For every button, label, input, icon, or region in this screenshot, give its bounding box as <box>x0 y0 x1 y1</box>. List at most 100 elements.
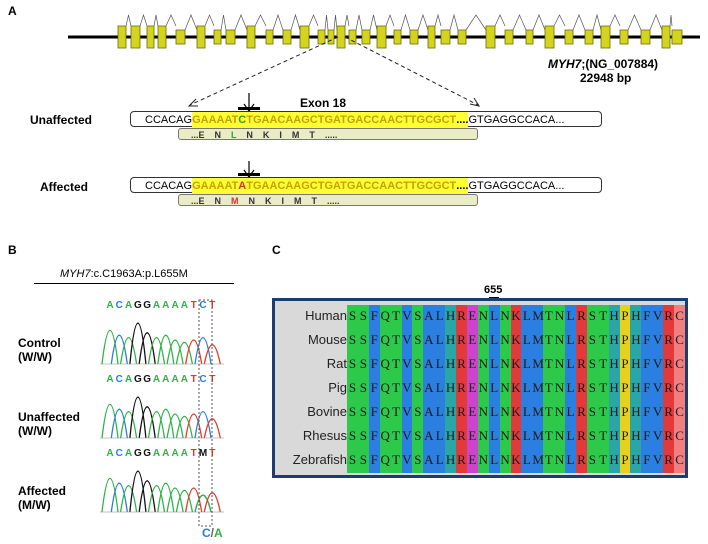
residue: T <box>544 380 553 395</box>
residue: V <box>653 452 663 467</box>
intron-connector <box>592 13 602 31</box>
residue: M <box>532 452 544 467</box>
residue: S <box>348 308 357 323</box>
exon-box <box>584 29 594 45</box>
residue: N <box>478 452 488 467</box>
intron-connector <box>449 13 459 31</box>
residue: H <box>631 428 641 443</box>
species-label: Bovine <box>307 404 347 419</box>
residue: L <box>490 380 499 395</box>
residue: F <box>370 404 378 419</box>
residue: V <box>402 356 412 371</box>
residue: T <box>392 452 401 467</box>
residue: L <box>435 380 444 395</box>
trace-peak <box>185 487 203 513</box>
allele-a: A <box>214 526 223 540</box>
base-call: M <box>199 448 207 459</box>
residue: V <box>402 452 412 467</box>
trace-peak <box>147 411 166 439</box>
seq-mutation-site: A <box>238 178 247 194</box>
residue: H <box>445 356 456 371</box>
residue: T <box>544 404 553 419</box>
alignment-column <box>674 305 686 473</box>
residue: P <box>621 428 629 443</box>
residue: M <box>532 356 544 371</box>
residue: M <box>532 404 544 419</box>
base-call: A <box>171 448 178 459</box>
alignment-column <box>554 305 566 473</box>
alignment-column <box>466 305 479 473</box>
base-call: G <box>134 374 142 385</box>
residue: S <box>359 404 367 419</box>
species-label: Mouse <box>307 332 347 347</box>
base-call: G <box>134 448 142 459</box>
residue: K <box>511 380 521 395</box>
track-label-unaffected: Unaffected(W/W) <box>18 410 81 438</box>
alignment-column <box>401 305 413 473</box>
residue: C <box>675 332 684 347</box>
residue: N <box>500 308 510 323</box>
intron-connector <box>385 13 395 27</box>
residue: K <box>511 308 521 323</box>
exon-box <box>409 29 419 45</box>
intron-connector <box>355 14 363 31</box>
residue: C <box>675 308 684 323</box>
residue: S <box>348 428 357 443</box>
residue: V <box>653 428 663 443</box>
residue: F <box>370 380 378 395</box>
residue: R <box>457 380 466 395</box>
aa-translation-unaffected: ...E N L N K I M T ..... <box>178 128 478 140</box>
base-call: G <box>143 448 151 459</box>
residue: E <box>468 308 477 323</box>
exon-box <box>282 29 292 45</box>
intron-connector <box>184 14 198 31</box>
base-call: C <box>116 448 123 459</box>
intron-connector <box>417 13 429 31</box>
residue: V <box>402 380 412 395</box>
residue: S <box>359 356 367 371</box>
alignment-column <box>619 305 631 473</box>
residue: T <box>392 404 401 419</box>
residue: F <box>370 356 378 371</box>
residue: C <box>675 404 684 419</box>
seq-mutation-site: C <box>238 112 247 128</box>
exon-box <box>504 29 514 45</box>
residue: S <box>359 380 367 395</box>
residue: F <box>643 380 651 395</box>
residue: V <box>653 404 663 419</box>
residue: R <box>577 332 586 347</box>
residue: N <box>554 380 565 395</box>
alignment-column <box>521 305 533 473</box>
trace-peak <box>129 396 147 439</box>
residue: R <box>577 380 586 395</box>
intron-connector <box>344 14 350 27</box>
residue: R <box>457 332 466 347</box>
exon-zoom-lines <box>187 36 481 179</box>
residue: L <box>490 452 499 467</box>
base-call: C <box>116 374 123 385</box>
trace-peak <box>194 411 212 439</box>
base-call: T <box>209 448 215 459</box>
residue: L <box>435 428 444 443</box>
alignment-column <box>390 305 402 473</box>
residue: S <box>348 332 357 347</box>
exon-box <box>327 29 335 45</box>
residue: H <box>631 452 641 467</box>
residue: Q <box>380 308 390 323</box>
residue: L <box>490 332 499 347</box>
residue: N <box>500 356 510 371</box>
base-call: A <box>106 300 113 311</box>
residue: V <box>402 332 412 347</box>
seq-suffix: GTGAGGCCACA... <box>468 114 565 126</box>
seq-highlight-before: GAAAAT <box>192 178 239 194</box>
residue: S <box>359 428 367 443</box>
residue: R <box>664 404 673 419</box>
residue: R <box>577 356 586 371</box>
residue: L <box>522 308 531 323</box>
mutation-notation: :c.C1963A:p.L655M <box>90 268 188 280</box>
exon-box <box>525 29 534 45</box>
aa-mutation: L <box>231 130 237 140</box>
exon-box <box>485 25 496 49</box>
residue: E <box>468 356 477 371</box>
alignment-column <box>488 305 501 473</box>
